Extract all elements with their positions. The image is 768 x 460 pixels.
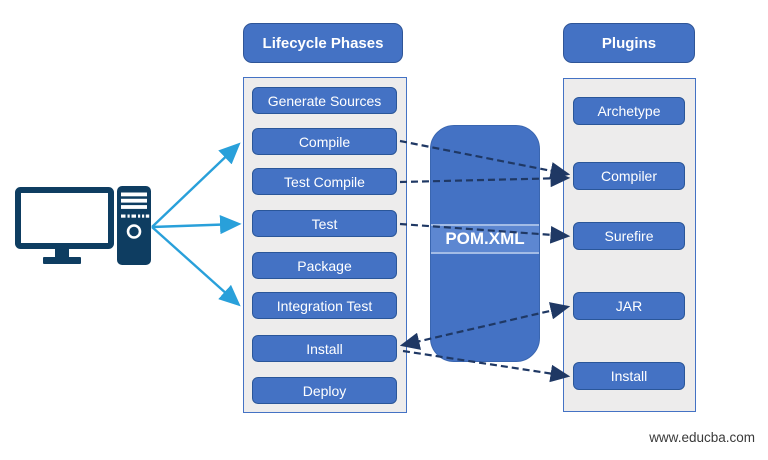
phase-node-test: Test xyxy=(252,210,397,237)
pom-xml-label: POM.XML xyxy=(431,224,539,254)
website-credit: www.educba.com xyxy=(649,430,755,445)
phase-node-install: Install xyxy=(252,335,397,362)
solid-arrows-computer-to-phases xyxy=(151,142,242,307)
phase-node-deploy: Deploy xyxy=(252,377,397,404)
plugin-node-surefire: Surefire xyxy=(573,222,685,250)
plugin-node-archetype: Archetype xyxy=(573,97,685,125)
plugins-header: Plugins xyxy=(563,23,695,63)
lifecycle-phases-header: Lifecycle Phases xyxy=(243,23,403,63)
phase-node-generate-sources: Generate Sources xyxy=(252,87,397,114)
phase-node-integration-test: Integration Test xyxy=(252,292,397,319)
plugin-node-compiler: Compiler xyxy=(573,162,685,190)
plugin-node-install: Install xyxy=(573,362,685,390)
phase-node-compile: Compile xyxy=(252,128,397,155)
phase-node-test-compile: Test Compile xyxy=(252,168,397,195)
pom-xml-block: POM.XML xyxy=(430,125,540,362)
desktop-computer-icon xyxy=(15,186,151,265)
plugin-node-jar: JAR xyxy=(573,292,685,320)
phase-node-package: Package xyxy=(252,252,397,279)
